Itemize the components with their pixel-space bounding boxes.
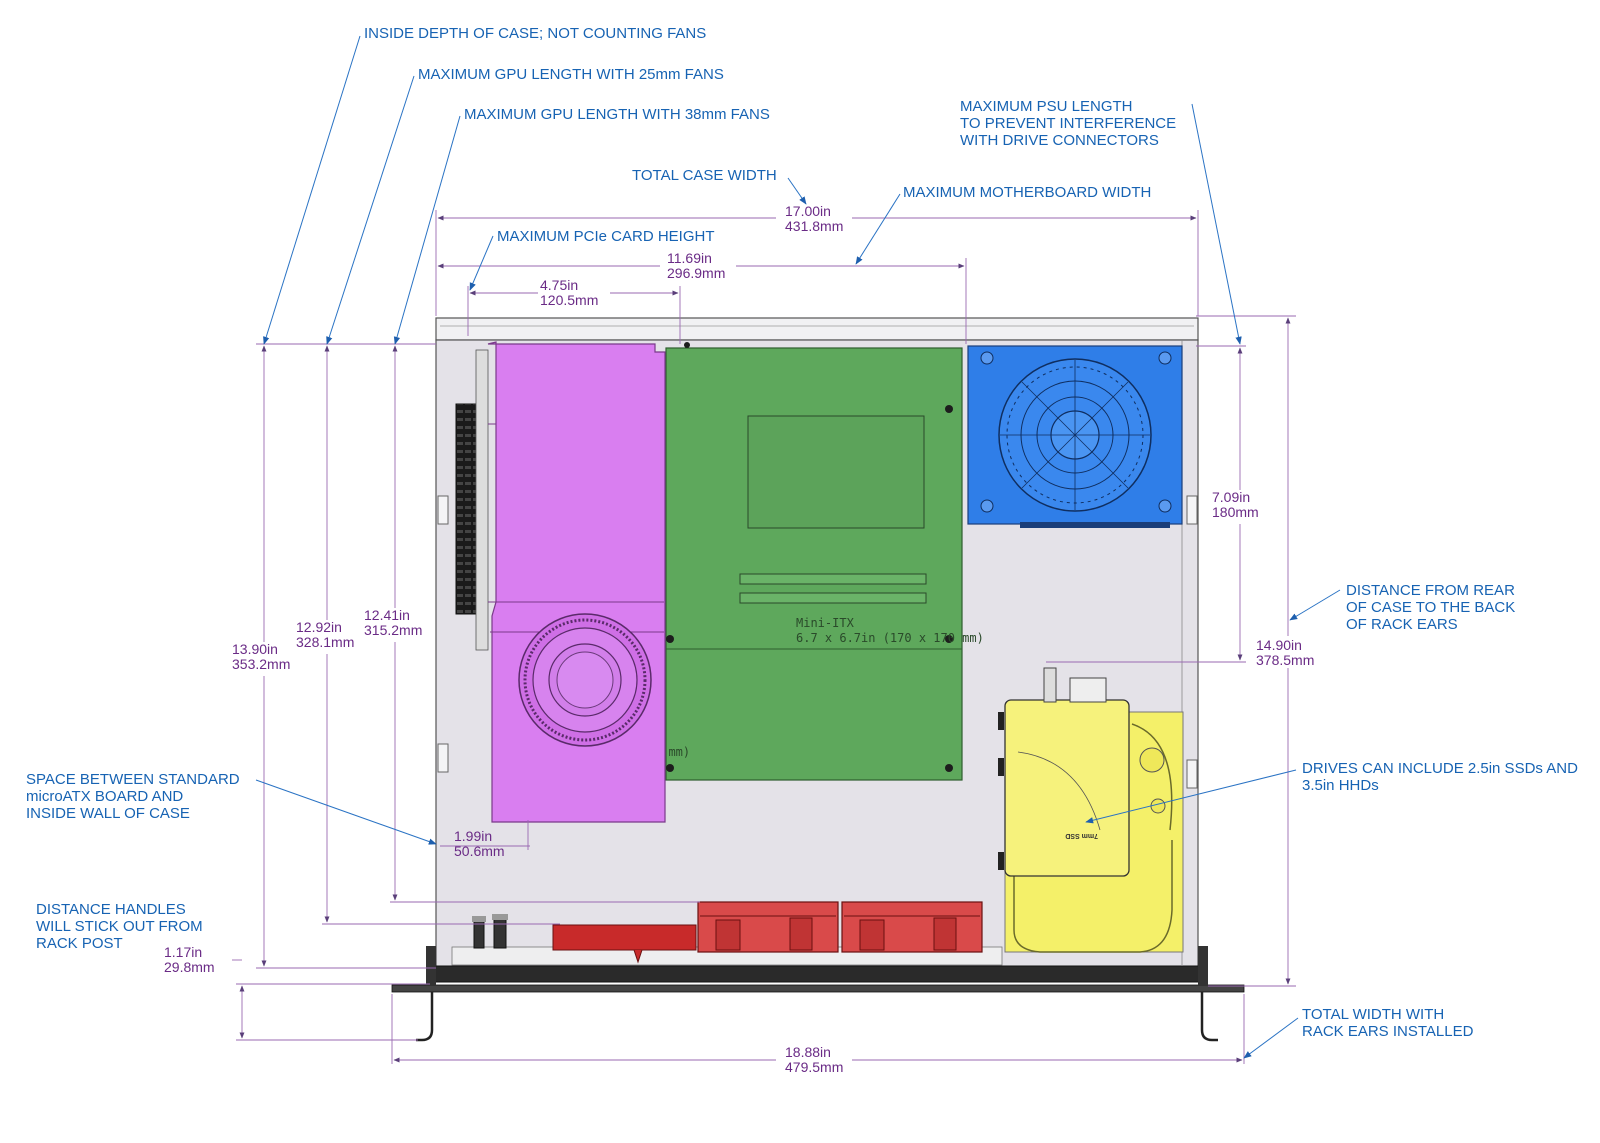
callout-space-line1: SPACE BETWEEN STANDARD bbox=[26, 771, 240, 788]
gpu bbox=[487, 341, 666, 823]
callout-ears-line1: TOTAL WIDTH WITH bbox=[1302, 1006, 1444, 1023]
dim-handles-in: 1.17in bbox=[164, 944, 202, 960]
dim-gpu25-mm: 328.1mm bbox=[296, 634, 354, 650]
gpu-blower-fan bbox=[518, 613, 652, 747]
dimension-lines bbox=[232, 210, 1296, 1064]
board-size: 6.7 x 6.7in (170 x 170 mm) bbox=[796, 631, 984, 645]
callout-mobo-width: MAXIMUM MOTHERBOARD WIDTH bbox=[903, 184, 1151, 201]
rear-rail bbox=[435, 317, 1199, 341]
front-fan-strip bbox=[552, 924, 697, 951]
ram-slot-1 bbox=[739, 573, 927, 585]
rack-ear-left bbox=[426, 946, 436, 986]
callout-handles-line1: DISTANCE HANDLES bbox=[36, 901, 186, 918]
dim-ears-mm: 479.5mm bbox=[785, 1059, 843, 1075]
dim-mobo-width-in: 11.69in bbox=[667, 250, 712, 266]
front-bezel bbox=[391, 984, 1245, 993]
gpu-shroud bbox=[487, 341, 666, 823]
callout-ears-line2: RACK EARS INSTALLED bbox=[1302, 1023, 1474, 1040]
front-fans bbox=[472, 901, 983, 964]
front-button-2 bbox=[493, 917, 507, 949]
psu bbox=[967, 345, 1183, 528]
callout-drives-line1: DRIVES CAN INCLUDE 2.5in SSDs AND bbox=[1302, 760, 1578, 777]
callout-gpu-38mm: MAXIMUM GPU LENGTH WITH 38mm FANS bbox=[464, 106, 770, 123]
dim-case-width-mm: 431.8mm bbox=[785, 218, 843, 234]
board-name: Mini-ITX bbox=[796, 616, 855, 630]
dim-handles-mm: 29.8mm bbox=[164, 959, 215, 975]
callout-rear-line3: OF RACK EARS bbox=[1346, 616, 1458, 633]
ssd-label: 7mm SSD bbox=[1065, 832, 1098, 839]
cpu-socket-area bbox=[747, 415, 925, 529]
psu-fan bbox=[998, 358, 1152, 512]
dimension-labels: 17.00in 431.8mm 11.69in 296.9mm 4.75in 1… bbox=[164, 203, 1314, 1075]
callout-psu-line1: MAXIMUM PSU LENGTH bbox=[960, 98, 1133, 115]
front-fan-2 bbox=[841, 901, 983, 953]
callouts: INSIDE DEPTH OF CASE; NOT COUNTING FANS … bbox=[26, 25, 1578, 1040]
dim-case-width-in: 17.00in bbox=[785, 203, 831, 219]
dim-pcie-in: 4.75in bbox=[540, 277, 578, 293]
callout-pcie-height: MAXIMUM PCIe CARD HEIGHT bbox=[497, 228, 715, 245]
ram-slot-2 bbox=[739, 592, 927, 604]
dim-space-mm: 50.6mm bbox=[454, 843, 505, 859]
callout-rear-line1: DISTANCE FROM REAR bbox=[1346, 582, 1515, 599]
dim-pcie-mm: 120.5mm bbox=[540, 292, 598, 308]
callout-psu-line3: WITH DRIVE CONNECTORS bbox=[960, 132, 1159, 149]
dim-depth-mm: 353.2mm bbox=[232, 656, 290, 672]
callout-drives-line2: 3.5in HHDs bbox=[1302, 777, 1379, 794]
dim-gpu25-in: 12.92in bbox=[296, 619, 342, 635]
dim-depth-in: 13.90in bbox=[232, 641, 278, 657]
rack-ear-right bbox=[1198, 946, 1208, 986]
handle-left bbox=[416, 992, 434, 1042]
dim-psu-mm: 180mm bbox=[1212, 504, 1259, 520]
dim-space-in: 1.99in bbox=[454, 828, 492, 844]
dim-gpu38-mm: 315.2mm bbox=[364, 622, 422, 638]
motherboard: Mini-ITX 6.7 x 6.7in (170 x 170 mm) 4 mm… bbox=[654, 342, 984, 781]
callout-inside-depth: INSIDE DEPTH OF CASE; NOT COUNTING FANS bbox=[364, 25, 706, 42]
dim-mobo-width-mm: 296.9mm bbox=[667, 265, 725, 281]
callout-case-width: TOTAL CASE WIDTH bbox=[632, 167, 777, 184]
callout-gpu-25mm: MAXIMUM GPU LENGTH WITH 25mm FANS bbox=[418, 66, 724, 83]
dim-gpu38-in: 12.41in bbox=[364, 607, 410, 623]
callout-space-line3: INSIDE WALL OF CASE bbox=[26, 805, 190, 822]
io-bracket-vents bbox=[455, 403, 479, 615]
callout-handles-line2: WILL STICK OUT FROM bbox=[36, 918, 203, 935]
callout-space-line2: microATX BOARD AND bbox=[26, 788, 183, 805]
front-panel bbox=[429, 965, 1205, 983]
callout-psu-line2: TO PREVENT INTERFERENCE bbox=[960, 115, 1176, 132]
dim-rear-mm: 378.5mm bbox=[1256, 652, 1314, 668]
ssd bbox=[1004, 699, 1130, 877]
handle-right bbox=[1200, 992, 1218, 1042]
leader-lines bbox=[255, 35, 1341, 1059]
callout-rear-line2: OF CASE TO THE BACK bbox=[1346, 599, 1515, 616]
dim-ears-in: 18.88in bbox=[785, 1044, 831, 1060]
dim-rear-in: 14.90in bbox=[1256, 637, 1302, 653]
dim-psu-in: 7.09in bbox=[1212, 489, 1250, 505]
motherboard-pcb bbox=[665, 347, 963, 781]
drive-bay: 7mm SSD bbox=[998, 667, 1184, 953]
callout-handles-line3: RACK POST bbox=[36, 935, 123, 952]
front-fan-1 bbox=[697, 901, 839, 953]
